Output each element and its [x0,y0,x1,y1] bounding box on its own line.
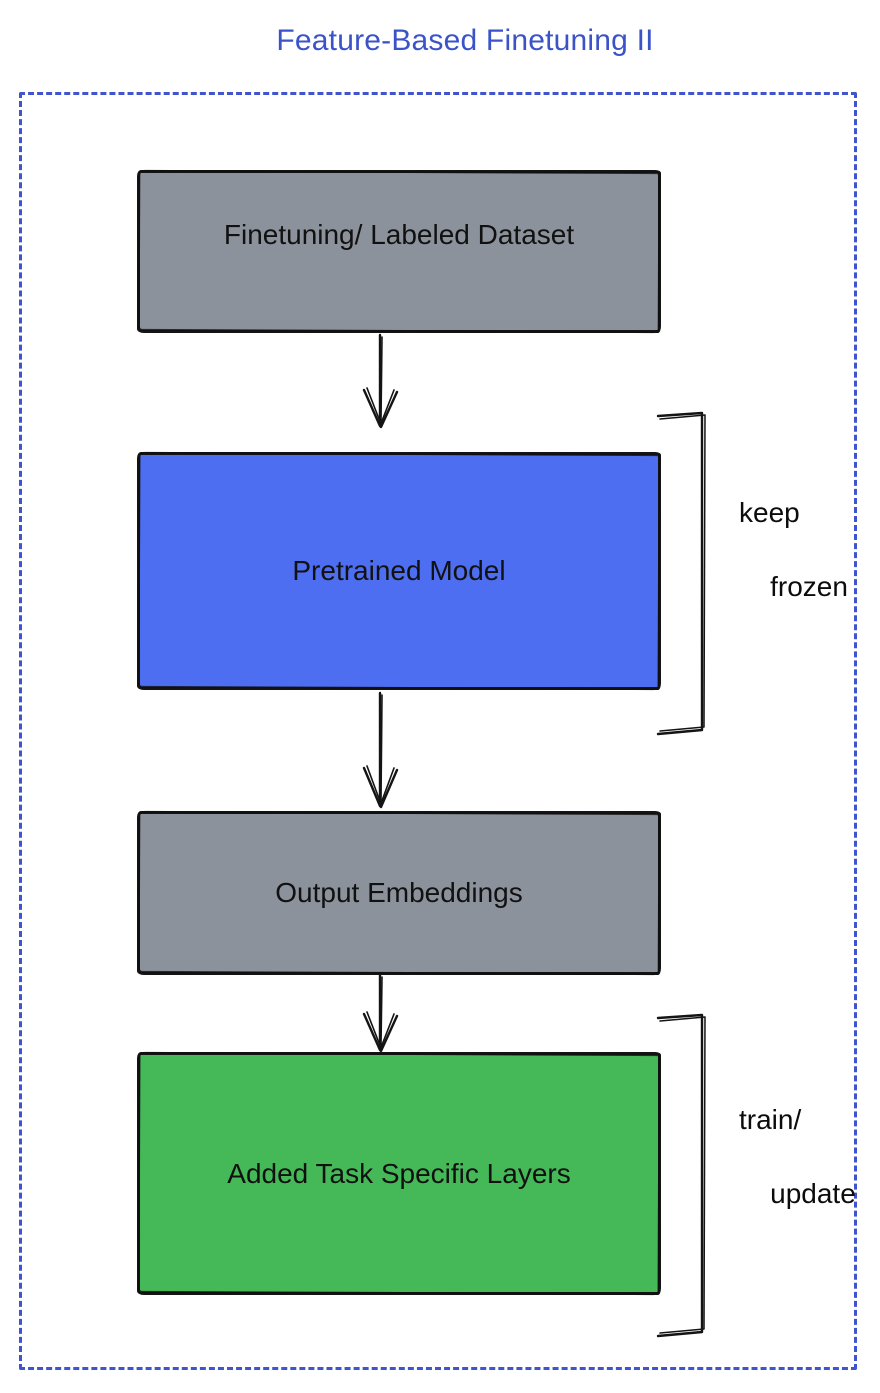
node-pretrained-model: Pretrained Model [137,452,661,690]
down-arrow-3 [362,973,399,1053]
bracket-train-update [656,1013,706,1338]
annotation-train-update: train/ update [739,1104,856,1209]
page-title: Feature-Based Finetuning II [276,24,654,57]
node-output-embeddings: Output Embeddings [137,811,661,975]
node-label: Finetuning/ Labeled Dataset [223,219,575,250]
down-arrow-2 [362,691,399,809]
node-added-task-layers: Added Task Specific Layers [137,1052,661,1295]
node-label: Added Task Specific Layers [227,1157,571,1189]
node-finetuning-dataset: Finetuning/ Labeled Dataset [137,170,661,333]
node-label: Output Embeddings [275,877,523,908]
annotation-keep-frozen: keep frozen [739,497,848,602]
down-arrow-1 [362,333,399,429]
bracket-keep-frozen [656,411,706,736]
node-label: Pretrained Model [292,555,506,586]
diagram-dashed-frame [19,92,857,1370]
